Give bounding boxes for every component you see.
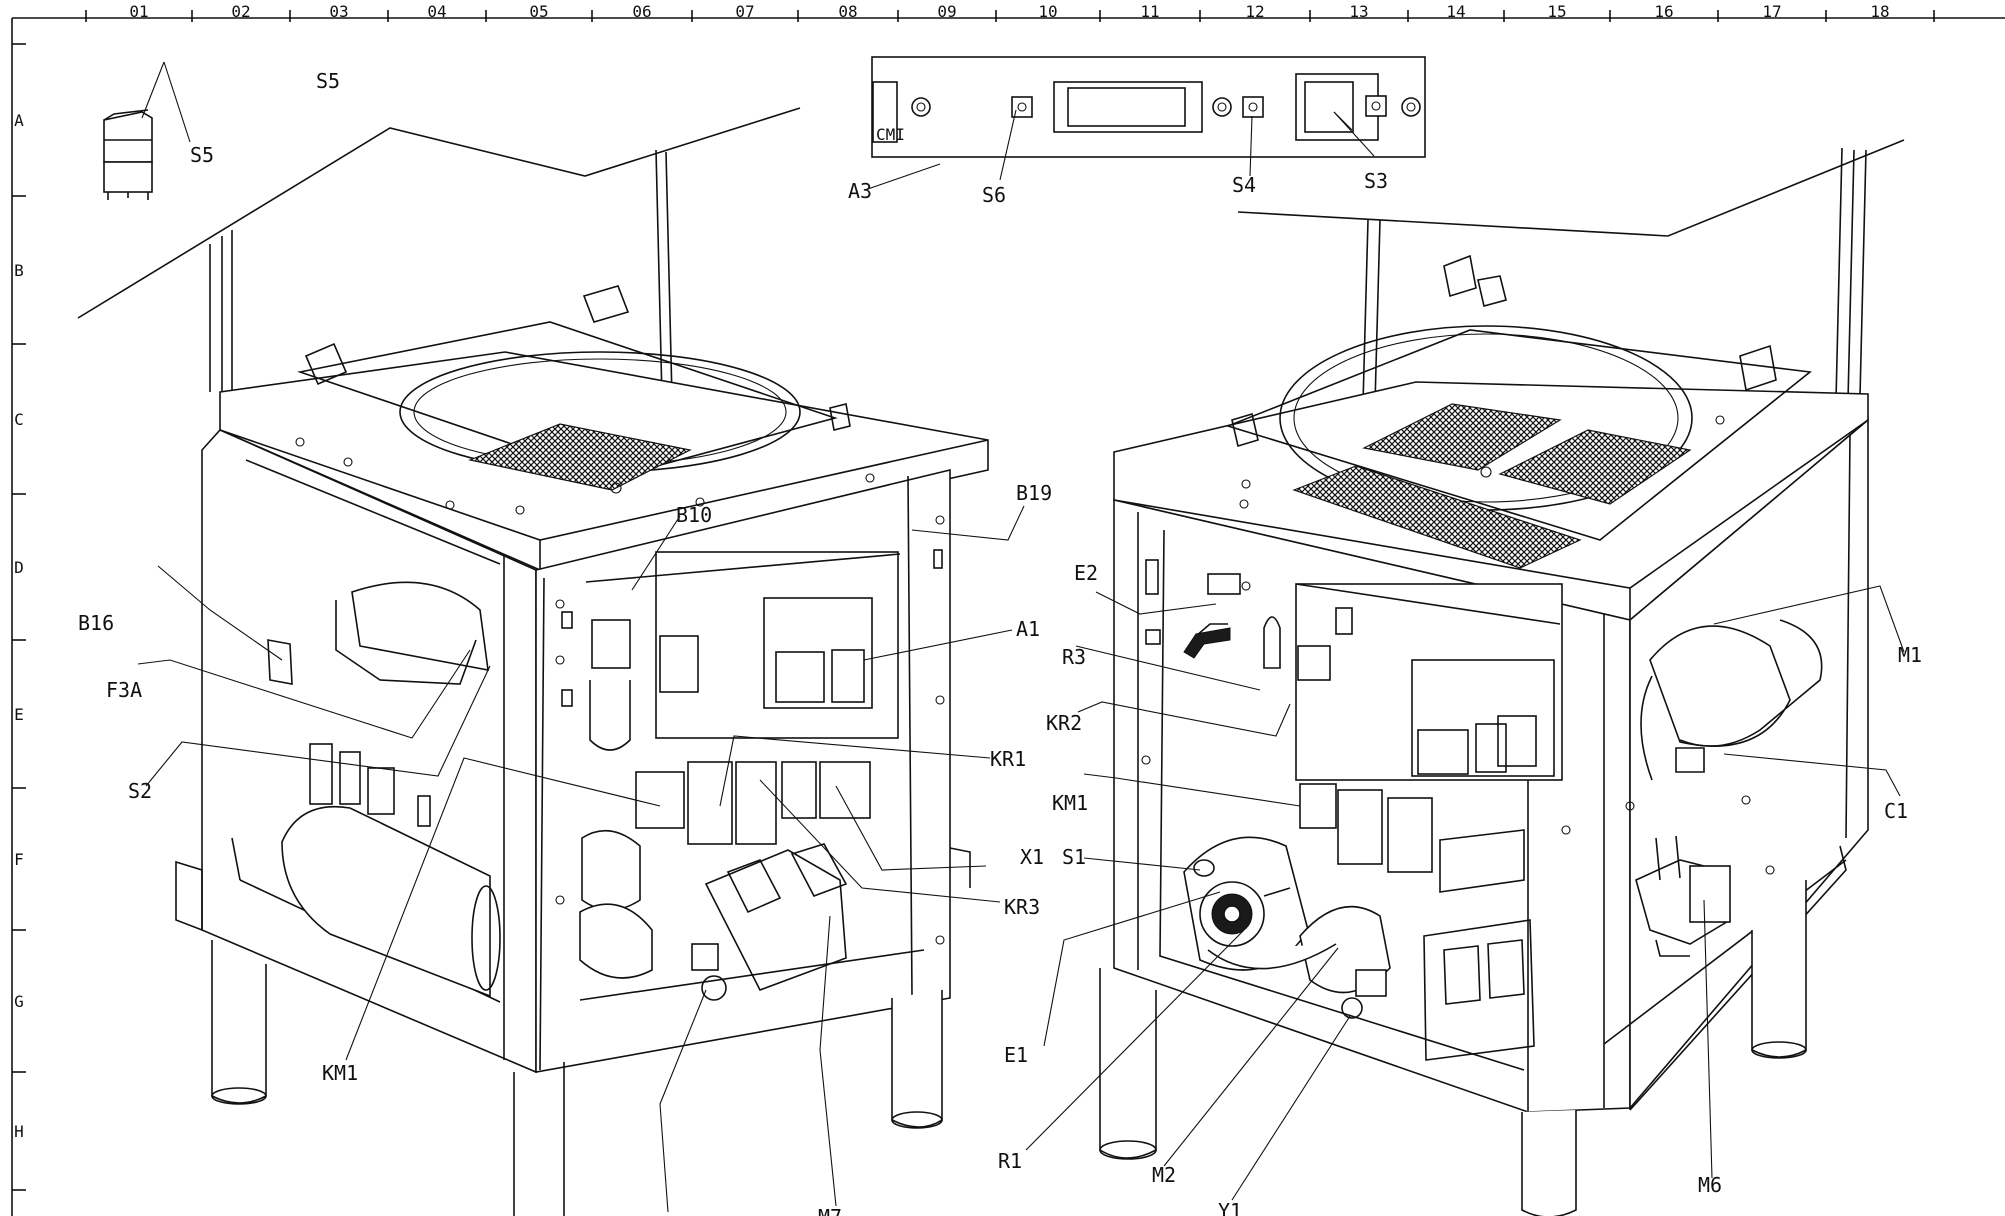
label-a3: A3 <box>848 179 872 203</box>
label-km1-right: KM1 <box>1052 791 1088 815</box>
label-c1: C1 <box>1884 799 1908 823</box>
right-machine-view <box>1099 139 1905 1216</box>
label-e1: E1 <box>1004 1043 1028 1067</box>
label-m7: M7 <box>818 1205 842 1216</box>
column-label: 13 <box>1349 2 1368 21</box>
label-s5-icon: S5 <box>190 143 214 167</box>
column-label: 01 <box>129 2 148 21</box>
label-s2: S2 <box>128 779 152 803</box>
label-kr3: KR3 <box>1004 895 1040 919</box>
label-kr1: KR1 <box>990 747 1026 771</box>
column-label: 08 <box>838 2 857 21</box>
row-label: E <box>14 705 24 724</box>
column-label: 17 <box>1762 2 1781 21</box>
label-x1: X1 <box>1020 845 1044 869</box>
column-label: 16 <box>1654 2 1673 21</box>
label-b16: B16 <box>78 611 114 635</box>
label-s5: S5 <box>316 69 340 93</box>
column-label: 14 <box>1446 2 1465 21</box>
label-s4: S4 <box>1232 173 1256 197</box>
row-label: H <box>14 1122 24 1141</box>
label-km1-left: KM1 <box>322 1061 358 1085</box>
row-label: B <box>14 261 24 280</box>
label-m6: M6 <box>1698 1173 1722 1197</box>
label-y1: Y1 <box>1218 1199 1242 1216</box>
label-b19: B19 <box>1016 481 1052 505</box>
column-label: 18 <box>1870 2 1889 21</box>
label-a1: A1 <box>1016 617 1040 641</box>
column-label: 12 <box>1245 2 1264 21</box>
row-label: F <box>14 850 24 869</box>
row-ticks: A B C D E F G H <box>12 43 26 1191</box>
column-label: 02 <box>231 2 250 21</box>
label-kr2: KR2 <box>1046 711 1082 735</box>
column-label: 10 <box>1038 2 1057 21</box>
column-label: 04 <box>427 2 446 21</box>
column-label: 15 <box>1547 2 1566 21</box>
label-m2: M2 <box>1152 1163 1176 1187</box>
label-e2: E2 <box>1074 561 1098 585</box>
label-r1: R1 <box>998 1149 1022 1173</box>
column-label: 09 <box>937 2 956 21</box>
label-b10: B10 <box>676 503 712 527</box>
column-label: 11 <box>1140 2 1159 21</box>
label-m1: M1 <box>1898 643 1922 667</box>
label-s3: S3 <box>1364 169 1388 193</box>
row-label: G <box>14 992 24 1011</box>
label-s1: S1 <box>1062 845 1086 869</box>
column-label: 07 <box>735 2 754 21</box>
label-s6: S6 <box>982 183 1006 207</box>
leader-lines <box>137 109 1905 1213</box>
machine-thumbnail-icon <box>103 61 191 200</box>
column-label: 06 <box>632 2 651 21</box>
label-f3a: F3A <box>106 678 142 702</box>
left-machine-view <box>77 107 989 1216</box>
drawing-frame: 01 02 03 04 05 06 07 08 09 10 11 12 13 14 15 16 17 18 A B C… <box>11 2 2005 1216</box>
column-label: 05 <box>529 2 548 21</box>
row-label: D <box>14 558 24 577</box>
component-labels: S5 S5 A3 S6 S4 S3 B19 B10 A1 B16 F3A S2 … <box>78 69 1922 1216</box>
panel-text: CMI <box>876 125 905 144</box>
column-ticks: 01 02 03 04 05 06 07 08 09 10 11 12 13 14 15 16 17 18 <box>85 2 1935 22</box>
control-panel-a3: CMI <box>871 56 1426 158</box>
row-label: A <box>14 111 24 130</box>
column-label: 03 <box>329 2 348 21</box>
label-r3: R3 <box>1062 645 1086 669</box>
row-label: C <box>14 410 24 429</box>
